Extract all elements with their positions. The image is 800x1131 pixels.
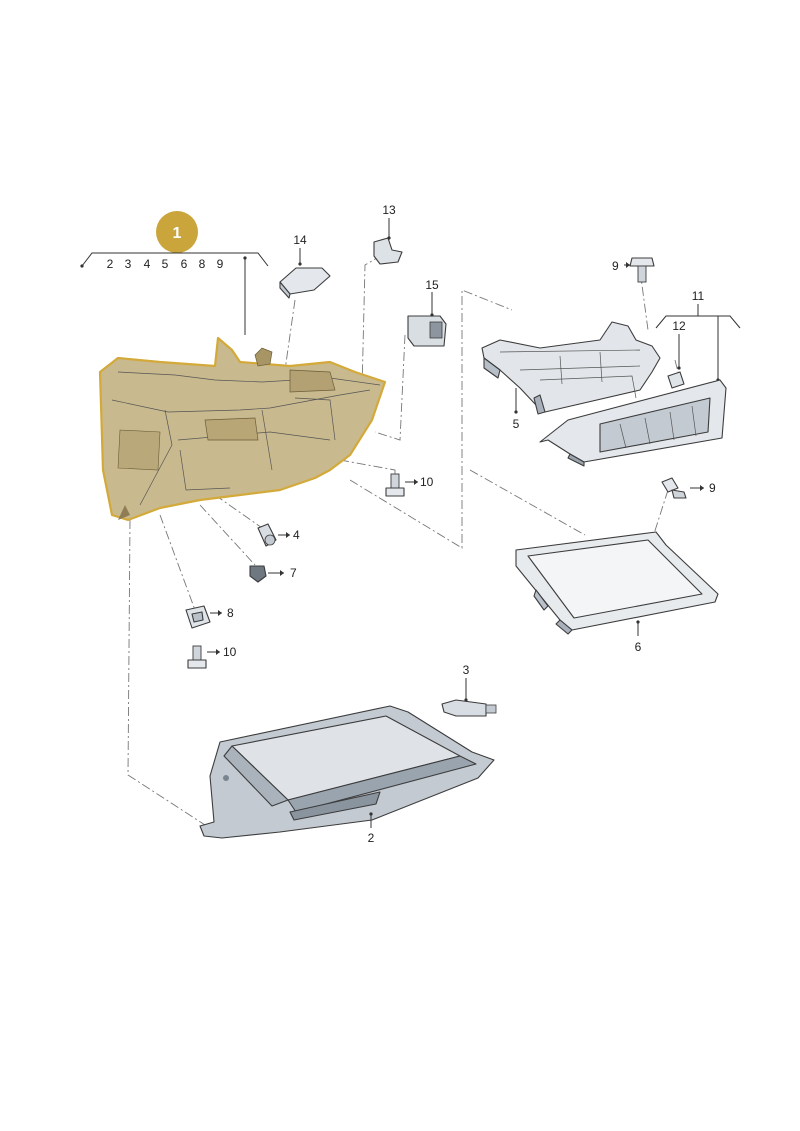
part-9-screw-lower[interactable]: 9 [661,477,716,499]
callout-10a: 10 [420,475,434,489]
group-item: 4 [144,257,151,271]
callout-9b: 9 [709,481,716,495]
part-13-bracket[interactable]: 13 [373,203,403,265]
callout-5: 5 [513,417,520,431]
callout-2: 2 [368,831,375,845]
callout-3: 3 [463,663,470,677]
assembly-lines [127,254,681,826]
group-item: 3 [125,257,132,271]
part-8-clip[interactable]: 8 [185,605,234,629]
group-item: 9 [217,257,224,271]
part-7-rivet[interactable]: 7 [249,565,297,583]
callout-12: 12 [672,319,686,333]
part-10-screw-upper[interactable]: 10 [385,473,434,497]
part-15-switch[interactable]: 15 [407,278,447,347]
part-3-damper[interactable]: 3 [441,663,497,717]
part-5-frame[interactable]: 5 [481,321,661,431]
callout-8: 8 [227,606,234,620]
glove-box-housing[interactable] [98,336,387,522]
callout-14: 14 [293,233,307,247]
callout-15: 15 [425,278,439,292]
part-4-clip[interactable]: 4 [257,523,300,547]
group-item: 8 [199,257,206,271]
part-6-tray[interactable]: 6 [515,531,719,654]
callout-10b: 10 [223,645,237,659]
callout-1-text: 1 [173,225,182,242]
callout-1-group: 2 3 4 5 6 8 9 [107,257,224,271]
callout-7: 7 [290,566,297,580]
callout-11: 11 [692,289,705,303]
callout-9a: 9 [612,259,619,273]
callout-6: 6 [635,640,642,654]
part-9-screw-upper[interactable]: 9 [612,257,655,283]
callout-1-bracket [80,252,269,335]
part-12-clip[interactable]: 12 [667,319,686,389]
part-14-clip[interactable]: 14 [279,233,331,299]
part-10-screw-lower[interactable]: 10 [187,645,237,669]
group-item: 5 [162,257,169,271]
callout-13: 13 [382,203,396,217]
callout-1-badge[interactable]: 1 [156,211,198,253]
part-2-glovebox-lid[interactable]: 2 [199,705,495,845]
part-11-trim[interactable]: 11 [539,289,741,467]
group-item: 2 [107,257,114,271]
group-item: 6 [181,257,188,271]
callout-4: 4 [293,528,300,542]
